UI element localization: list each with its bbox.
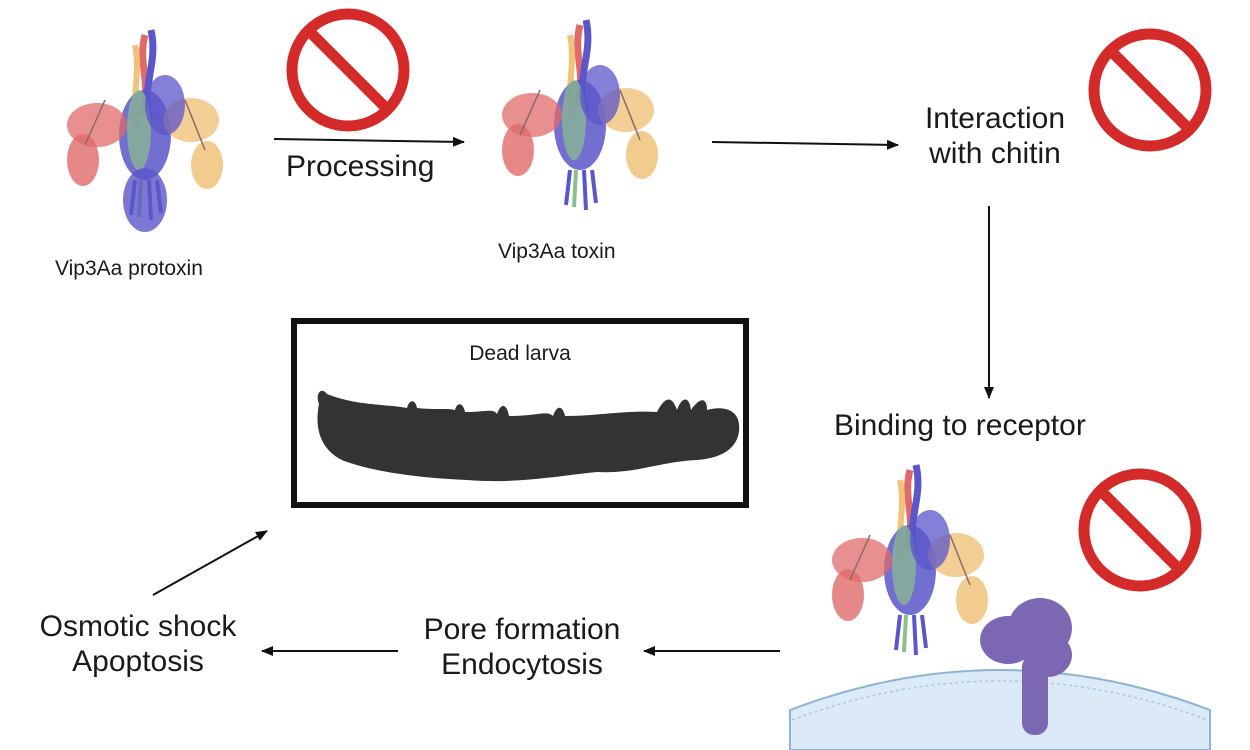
pore-label: Pore formation Endocytosis <box>400 613 644 682</box>
protoxin-label: Vip3Aa protoxin <box>55 257 203 280</box>
osmotic-label: Osmotic shock Apoptosis <box>20 610 256 679</box>
pore-label-line1: Pore formation <box>423 613 621 646</box>
binding-label: Binding to receptor <box>834 409 1086 442</box>
chitin-label-line1: Interaction <box>924 102 1066 135</box>
pore-label-line2: Endocytosis <box>441 647 603 681</box>
osmotic-label-line2: Apoptosis <box>72 644 204 678</box>
prohibition-sign-icon <box>1084 474 1196 586</box>
bound-toxin-structure-icon <box>832 465 988 655</box>
receptor-icon <box>980 598 1072 735</box>
cell-membrane-icon <box>789 669 1211 750</box>
larva-silhouette-icon <box>317 390 740 482</box>
dead-larva-label: Dead larva <box>469 342 571 365</box>
arrow-to-dead-larva <box>152 530 268 596</box>
arrow-to-chitin <box>711 139 899 150</box>
dead-larva-box: Dead larva <box>291 318 749 508</box>
osmotic-label-line1: Osmotic shock <box>39 610 237 643</box>
toxin-structure-icon <box>502 20 658 210</box>
arrow-processing <box>273 136 465 147</box>
chitin-label: Interaction with chitin <box>900 102 1090 171</box>
chitin-label-line2: with chitin <box>929 136 1061 170</box>
processing-label: Processing <box>286 150 435 183</box>
toxin-label: Vip3Aa toxin <box>498 240 616 263</box>
protoxin-structure-icon <box>67 30 223 232</box>
prohibition-sign-icon <box>1094 34 1206 146</box>
prohibition-sign-icon <box>292 14 404 126</box>
